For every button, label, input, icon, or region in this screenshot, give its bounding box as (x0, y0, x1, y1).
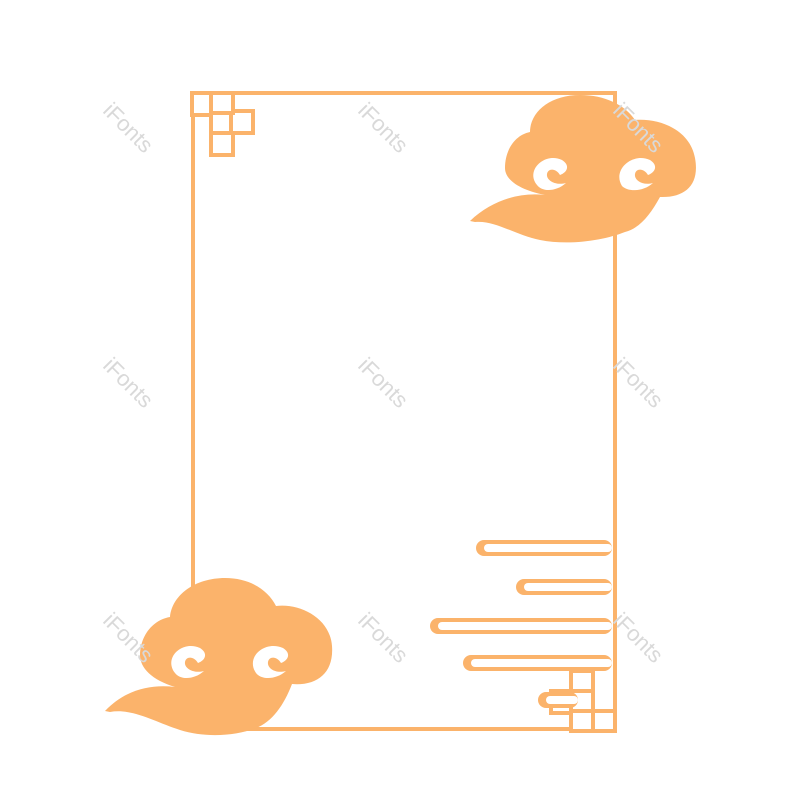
lattice-knot-top-left-icon (190, 91, 255, 157)
cloud-line (430, 618, 612, 634)
cloud-line (476, 540, 612, 556)
auspicious-cloud-top-right-icon (470, 95, 696, 243)
cloud-line (516, 579, 612, 595)
auspicious-cloud-bottom-left-icon (105, 578, 333, 736)
rectangular-frame (191, 91, 617, 731)
cloud-line (538, 692, 578, 708)
horizontal-cloud-lines-icon (430, 540, 612, 708)
cloud-line (463, 655, 612, 671)
